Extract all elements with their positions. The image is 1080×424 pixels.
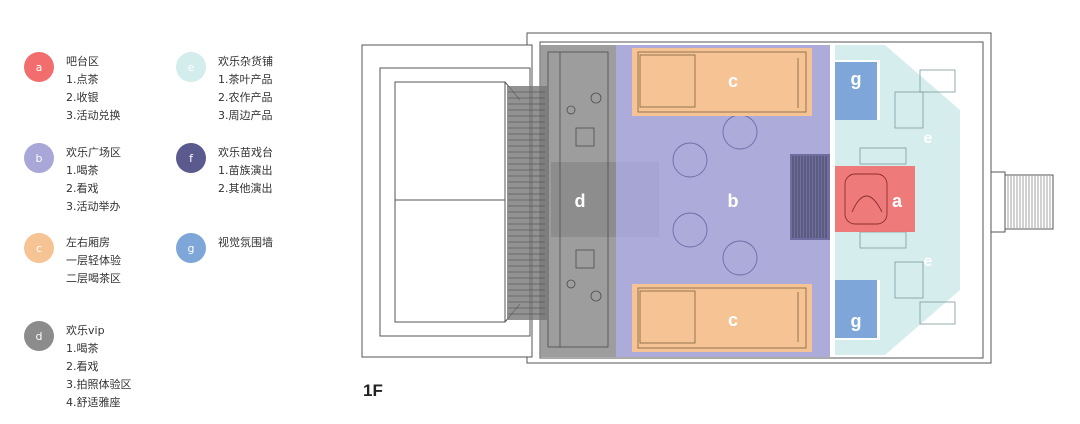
legend-title-c: 左右厢房 <box>66 236 110 249</box>
legend-subitem: 二层喝茶区 <box>66 272 121 285</box>
legend-subitem: 一层轻体验 <box>66 254 121 267</box>
legend-subitem: 3.活动举办 <box>66 200 121 213</box>
legend-title-e: 欢乐杂货铺 <box>218 55 273 68</box>
legend-dot-f: f <box>176 143 206 173</box>
side-stair <box>507 86 547 320</box>
legend-title-d: 欢乐vip <box>66 324 105 337</box>
zone-f-stage <box>790 154 830 240</box>
zone-label-e-bottom: e <box>924 253 933 270</box>
floor-label: 1F <box>363 381 383 400</box>
legend-dot-a: a <box>24 52 54 82</box>
legend-subitem: 3.拍照体验区 <box>66 378 132 391</box>
legend-dot-g: g <box>176 233 206 263</box>
legend-subitem: 2.其他演出 <box>218 182 273 195</box>
zone-label-g-top: g <box>851 69 862 89</box>
legend-title-a: 吧台区 <box>66 55 99 68</box>
legend-dot-d: d <box>24 321 54 351</box>
entrance-steps <box>1007 176 1051 228</box>
zone-label-g-bottom: g <box>851 311 862 331</box>
legend-subitem: 1.喝茶 <box>66 342 99 355</box>
zone-label-c-top: c <box>728 71 738 91</box>
legend-subitem: 3.周边产品 <box>218 109 273 122</box>
legend-subitem: 1.茶叶产品 <box>218 73 273 86</box>
zone-label-d: d <box>575 191 586 211</box>
legend-subitem: 4.舒适雅座 <box>66 396 121 409</box>
legend-subitem: 2.看戏 <box>66 182 99 195</box>
zone-c <box>632 48 812 352</box>
legend-title-g: 视觉氛围墙 <box>218 236 273 249</box>
zone-label-a: a <box>892 191 903 211</box>
zone-g <box>835 62 877 338</box>
legend-title-f: 欢乐苗戏台 <box>218 146 273 159</box>
legend-dot-b: b <box>24 143 54 173</box>
legend-subitem: 2.农作产品 <box>218 91 273 104</box>
legend-dot-c: c <box>24 233 54 263</box>
legend-subitem: 2.看戏 <box>66 360 99 373</box>
zone-label-c-bottom: c <box>728 310 738 330</box>
legend-subitem: 2.收银 <box>66 91 99 104</box>
legend-subitem: 1.点茶 <box>66 73 99 86</box>
zone-label-b: b <box>728 191 739 211</box>
zone-a <box>835 166 915 232</box>
legend-title-b: 欢乐广场区 <box>66 146 121 159</box>
legend-subitem: 3.活动兑换 <box>66 109 121 122</box>
legend-subitem: 1.苗族演出 <box>218 164 273 177</box>
zone-label-e-top: e <box>924 130 933 147</box>
legend-subitem: 1.喝茶 <box>66 164 99 177</box>
legend-dot-e: e <box>176 52 206 82</box>
